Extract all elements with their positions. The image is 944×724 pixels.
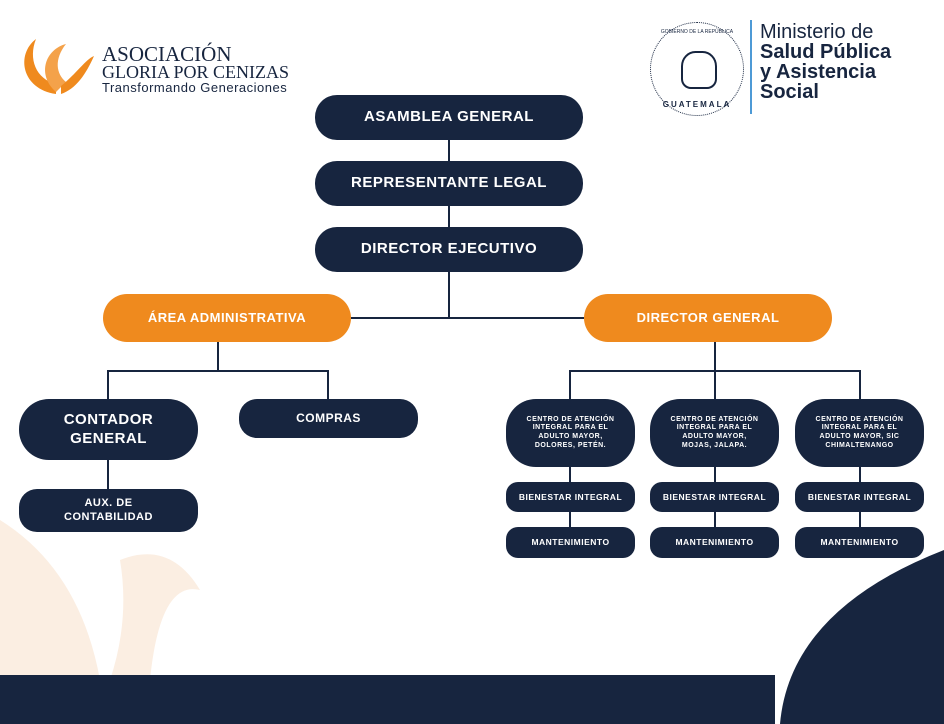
node-aux-contabilidad: AUX. DE CONTABILIDAD <box>19 489 198 532</box>
node-director-general: DIRECTOR GENERAL <box>584 294 832 342</box>
node-compras: COMPRAS <box>239 399 418 438</box>
org-name-line2: GLORIA POR CENIZAS <box>102 62 290 82</box>
org-tagline: Transformando Generaciones <box>102 80 288 95</box>
node-mantenimiento: MANTENIMIENTO <box>795 527 924 558</box>
connector <box>327 370 329 400</box>
org-name-line1: ASOCIACIÓN <box>102 42 232 66</box>
ministry-name: Ministerio de Salud Pública y Asistencia… <box>760 21 892 103</box>
node-asamblea-general: ASAMBLEA GENERAL <box>315 95 583 140</box>
node-director-ejecutivo: DIRECTOR EJECUTIVO <box>315 227 583 272</box>
connector <box>217 342 219 372</box>
node-contador-general: CONTADOR GENERAL <box>19 399 198 460</box>
connector <box>351 317 584 319</box>
node-centro-sic-chimaltenango: CENTRO DE ATENCIÓN INTEGRAL PARA EL ADUL… <box>795 399 924 467</box>
node-area-administrativa: ÁREA ADMINISTRATIVA <box>103 294 351 342</box>
logo-divider <box>750 20 752 114</box>
footer-band <box>0 675 775 724</box>
node-bienestar-integral: BIENESTAR INTEGRAL <box>506 482 635 512</box>
corner-curve-decoration <box>780 550 944 724</box>
connector <box>107 370 329 372</box>
phoenix-logo-icon <box>24 39 94 94</box>
node-centro-mojas-jalapa: CENTRO DE ATENCIÓN INTEGRAL PARA EL ADUL… <box>650 399 779 467</box>
node-bienestar-integral: BIENESTAR INTEGRAL <box>795 482 924 512</box>
node-centro-dolores-peten: CENTRO DE ATENCIÓN INTEGRAL PARA EL ADUL… <box>506 399 635 467</box>
guatemala-seal: GOBIERNO DE LA REPÚBLICA GUATEMALA <box>650 22 744 116</box>
node-representante-legal: REPRESENTANTE LEGAL <box>315 161 583 206</box>
node-mantenimiento: MANTENIMIENTO <box>650 527 779 558</box>
connector <box>714 342 716 372</box>
phoenix-watermark-icon <box>0 520 200 680</box>
node-mantenimiento: MANTENIMIENTO <box>506 527 635 558</box>
quetzal-emblem-icon <box>681 51 717 89</box>
node-bienestar-integral: BIENESTAR INTEGRAL <box>650 482 779 512</box>
